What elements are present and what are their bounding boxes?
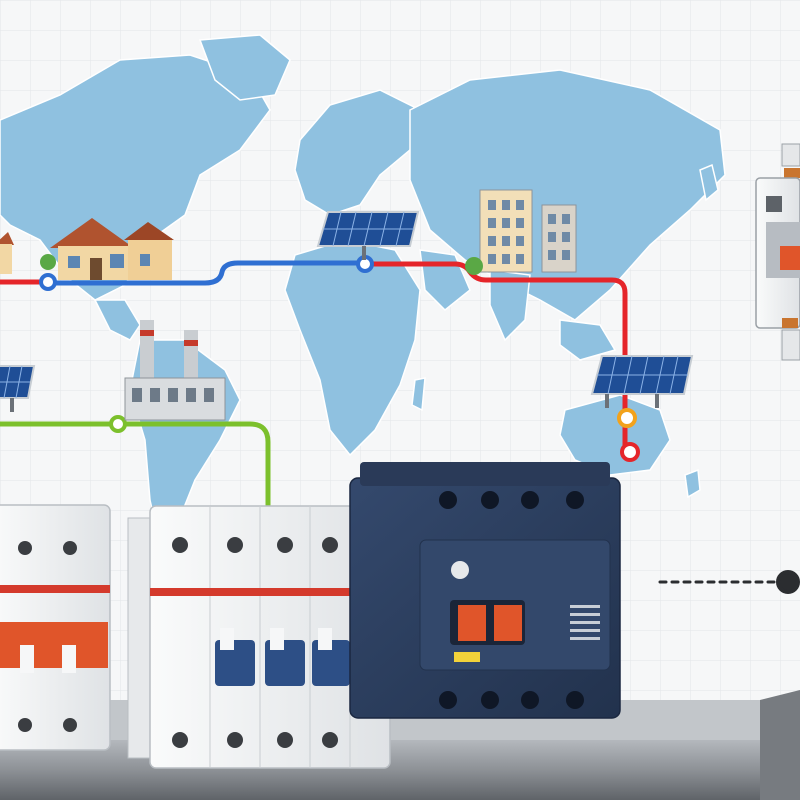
factory-icon	[124, 320, 226, 421]
new-zealand	[684, 468, 701, 499]
solar-panel-icon-west	[0, 365, 36, 412]
office-buildings-icon	[465, 189, 577, 275]
node-red-australia	[620, 442, 640, 462]
green-line	[0, 421, 271, 508]
greenland	[198, 34, 291, 101]
red-line-east	[362, 261, 628, 455]
node-green	[109, 415, 127, 433]
madagascar	[411, 377, 426, 412]
house-icon	[40, 218, 174, 280]
india	[489, 269, 531, 342]
circuit-breaker-icon-mccb	[349, 462, 621, 719]
southeast-asia	[559, 319, 617, 361]
blue-line	[45, 260, 368, 286]
node-red-west	[39, 273, 57, 291]
network-nodes	[39, 255, 800, 594]
brand-logo	[451, 561, 469, 579]
europe	[294, 89, 421, 216]
contactor-icon	[755, 143, 800, 361]
energy-lines	[0, 260, 787, 584]
circuit-breaker-icon-left	[0, 504, 111, 751]
africa	[284, 239, 421, 457]
circuit-breaker-icon-center	[127, 505, 393, 769]
solar-panel-icon	[316, 211, 420, 260]
node-dashed-end	[776, 570, 800, 594]
house-icon-west	[0, 232, 14, 274]
australia	[559, 394, 671, 476]
central-america	[93, 299, 141, 341]
node-orange-australia	[617, 408, 637, 428]
japan	[699, 163, 719, 202]
solar-panel-icon-australia	[590, 355, 694, 408]
